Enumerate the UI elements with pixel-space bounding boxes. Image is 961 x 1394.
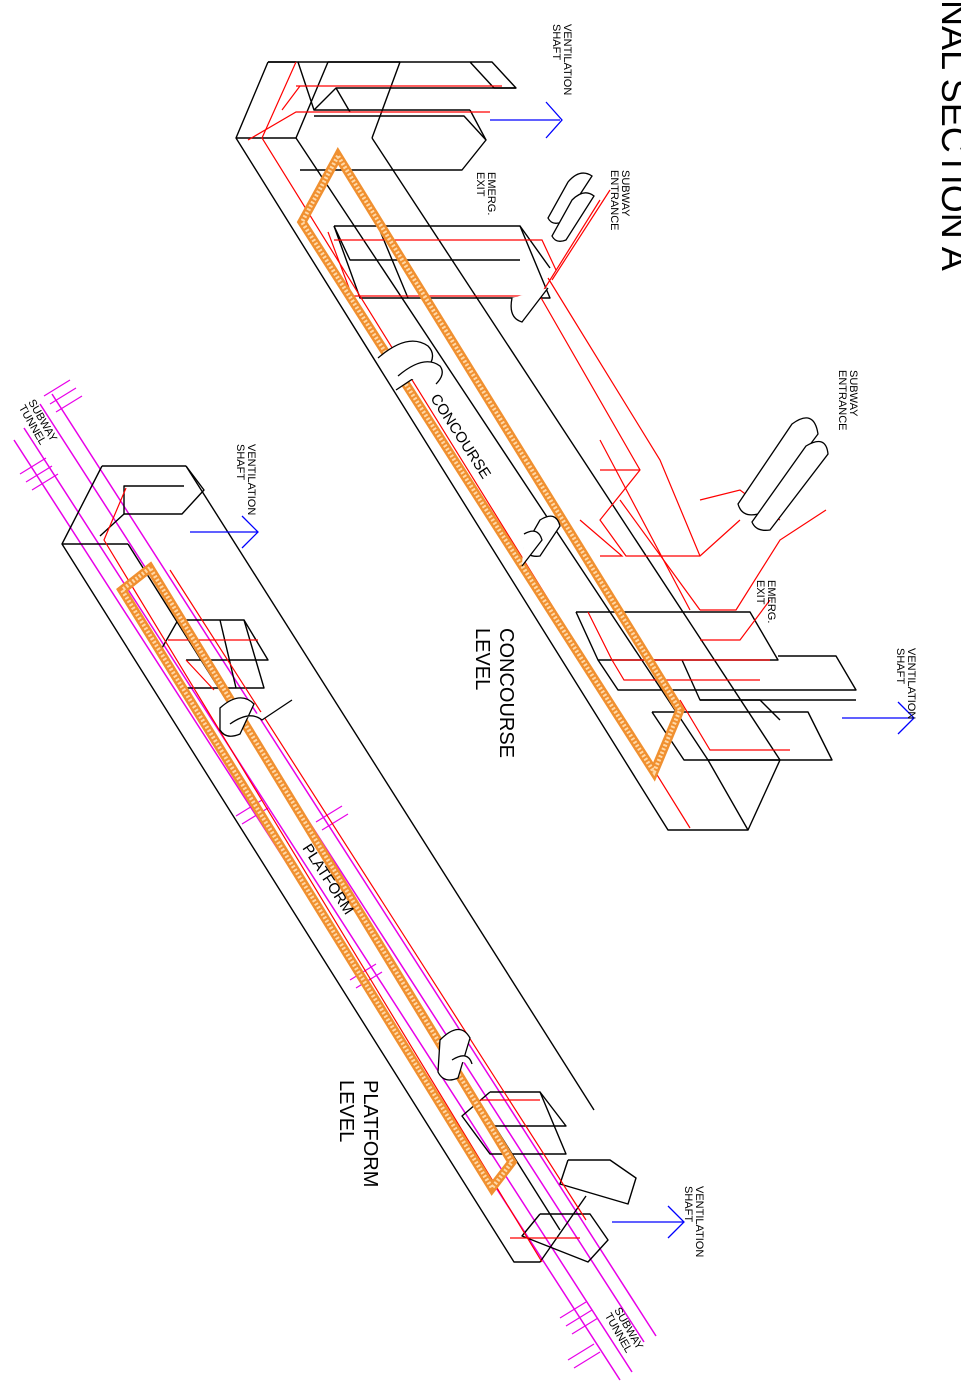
svg-text:CONCOURSE: CONCOURSE bbox=[495, 628, 517, 758]
svg-text:VENTILATION: VENTILATION bbox=[245, 444, 257, 515]
svg-text:SUBWAY: SUBWAY bbox=[619, 170, 631, 217]
svg-text:ENTRANCE: ENTRANCE bbox=[608, 170, 620, 231]
platform-walkway bbox=[116, 561, 518, 1196]
title-group: INAL SECTION A bbox=[934, 0, 961, 271]
svg-text:SHAFT: SHAFT bbox=[550, 24, 562, 60]
label-subway-entrance-1: SUBWAY ENTRANCE bbox=[608, 170, 631, 231]
concourse-walkway bbox=[296, 147, 686, 782]
svg-text:SUBWAY: SUBWAY bbox=[847, 370, 859, 417]
label-emerg-exit-2: EMERG. EXIT bbox=[754, 580, 777, 623]
svg-text:EMERG.: EMERG. bbox=[765, 580, 777, 623]
section-title: INAL SECTION A bbox=[934, 0, 961, 271]
label-vent-shaft-concourse-right: VENTILATION SHAFT bbox=[894, 648, 917, 719]
svg-text:EXIT: EXIT bbox=[754, 580, 766, 605]
svg-text:PLATFORM: PLATFORM bbox=[359, 1080, 381, 1187]
label-vent-shaft-top: VENTILATION SHAFT bbox=[550, 24, 573, 95]
svg-text:LEVEL: LEVEL bbox=[471, 628, 493, 690]
svg-text:VENTILATION: VENTILATION bbox=[561, 24, 573, 95]
svg-text:EMERG.: EMERG. bbox=[485, 172, 497, 215]
concourse-red-lines bbox=[247, 61, 827, 829]
svg-text:EXIT: EXIT bbox=[474, 172, 486, 197]
concourse-airflow-arrows bbox=[490, 101, 915, 735]
svg-text:VENTILATION: VENTILATION bbox=[693, 1186, 705, 1257]
label-vent-shaft-platform-top: VENTILATION SHAFT bbox=[234, 444, 257, 515]
platform-red-lines bbox=[103, 487, 587, 1263]
label-emerg-exit-1: EMERG. EXIT bbox=[474, 172, 497, 215]
platform-airflow-arrows bbox=[190, 515, 685, 1239]
concourse-box bbox=[235, 61, 857, 831]
svg-text:SHAFT: SHAFT bbox=[682, 1186, 694, 1222]
svg-text:ENTRANCE: ENTRANCE bbox=[836, 370, 848, 431]
platform-box bbox=[61, 465, 637, 1263]
platform-level bbox=[13, 379, 685, 1381]
platform-escalators bbox=[219, 697, 473, 1081]
concourse-level bbox=[235, 61, 915, 831]
label-platform-level: PLATFORM LEVEL bbox=[335, 1080, 381, 1187]
label-vent-shaft-platform-bottom: VENTILATION SHAFT bbox=[682, 1186, 705, 1257]
concourse-escalators bbox=[377, 172, 829, 567]
svg-text:SHAFT: SHAFT bbox=[894, 648, 906, 684]
label-concourse-level: CONCOURSE LEVEL bbox=[471, 628, 517, 758]
label-subway-tunnel-bottom: SUBWAY TUNNEL bbox=[602, 1306, 645, 1356]
svg-text:VENTILATION: VENTILATION bbox=[905, 648, 917, 719]
label-subway-entrance-2: SUBWAY ENTRANCE bbox=[836, 370, 859, 431]
svg-text:SHAFT: SHAFT bbox=[234, 444, 246, 480]
svg-text:LEVEL: LEVEL bbox=[335, 1080, 357, 1142]
